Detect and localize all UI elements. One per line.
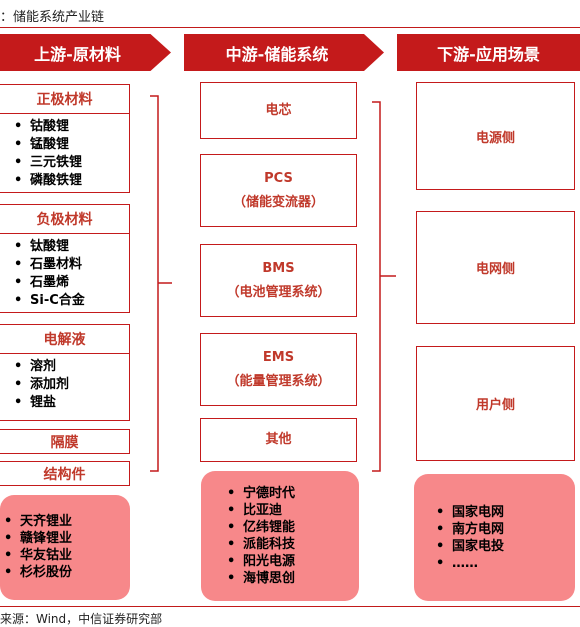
structure-box: 结构件 [0,461,130,486]
company-item: 派能科技 [227,536,359,553]
cathode-item: 磷酸铁锂 [14,172,129,190]
anode-title: 负极材料 [0,204,130,234]
header-upstream: 上游-原材料 [0,34,171,71]
ems-subtitle: （能量管理系统） [226,373,331,389]
electrolyte-item: 添加剂 [14,376,129,394]
anode-item: 石墨材料 [14,256,129,274]
bms-title: BMS [262,260,295,276]
company-item: 杉杉股份 [4,564,130,581]
other-box: 其他 [200,418,357,462]
header-midstream: 中游-储能系统 [184,34,384,71]
upstream-bracket [150,95,172,472]
downstream-companies: 国家电网 南方电网 国家电投 …… [414,474,575,601]
pcs-box: PCS （储能变流器） [200,154,357,227]
company-item: 宁德时代 [227,485,359,502]
upstream-companies: 天齐锂业 赣锋锂业 华友钴业 杉杉股份 [0,495,130,600]
anode-list: 钛酸锂 石墨材料 石墨烯 Si-C合金 [0,233,130,313]
company-item: 比亚迪 [227,502,359,519]
cell-label: 电芯 [265,102,292,118]
electrolyte-item: 锂盐 [14,394,129,412]
cathode-item: 三元铁锂 [14,154,129,172]
separator-box: 隔膜 [0,429,130,454]
bms-subtitle: （电池管理系统） [226,284,331,300]
cell-box: 电芯 [200,82,357,139]
cathode-title: 正极材料 [0,84,130,114]
pcs-title: PCS [264,170,293,186]
source-note: 来源：Wind，中信证券研究部 [0,612,163,626]
cathode-item: 锰酸锂 [14,136,129,154]
company-item: 南方电网 [436,521,575,538]
cathode-item: 钴酸锂 [14,118,129,136]
cathode-list: 钴酸锂 锰酸锂 三元铁锂 磷酸铁锂 [0,113,130,193]
midstream-companies: 宁德时代 比亚迪 亿纬锂能 派能科技 阳光电源 海博思创 [201,471,359,601]
figure-title: ：储能系统产业链 [0,10,105,25]
company-item: 亿纬锂能 [227,519,359,536]
user-side-box: 用户侧 [416,346,575,461]
top-rule [0,27,580,28]
ems-box: EMS （能量管理系统） [200,333,357,406]
electrolyte-item: 溶剂 [14,358,129,376]
company-item: 华友钴业 [4,547,130,564]
pcs-subtitle: （储能变流器） [232,194,324,210]
company-item: 国家电网 [436,504,575,521]
company-item: 海博思创 [227,570,359,587]
ems-title: EMS [262,349,295,365]
bottom-rule [0,606,580,607]
electrolyte-title: 电解液 [0,324,130,354]
bms-box: BMS （电池管理系统） [200,244,357,317]
anode-item: 石墨烯 [14,274,129,292]
anode-item: 钛酸锂 [14,238,129,256]
electrolyte-list: 溶剂 添加剂 锂盐 [0,353,130,421]
company-item: 天齐锂业 [4,513,130,530]
company-item: 阳光电源 [227,553,359,570]
anode-item: Si-C合金 [14,292,129,310]
company-item: 赣锋锂业 [4,530,130,547]
source-side-box: 电源侧 [416,82,575,190]
company-item: …… [436,555,575,572]
midstream-bracket [372,101,396,472]
company-item: 国家电投 [436,538,575,555]
header-downstream: 下游-应用场景 [397,34,580,71]
other-label: 其他 [265,432,292,447]
grid-side-box: 电网侧 [416,211,575,324]
